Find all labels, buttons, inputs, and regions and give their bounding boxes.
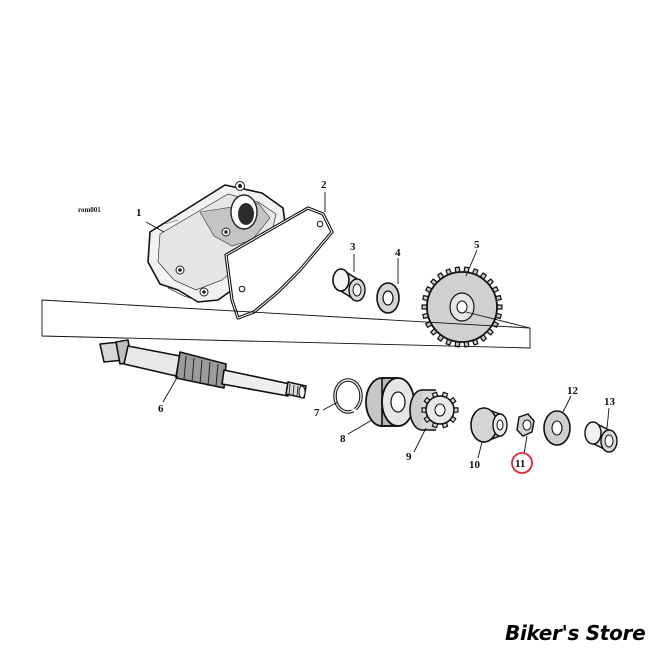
callout-9: 9 <box>406 451 412 463</box>
callout-labels: 1 2 3 4 5 6 7 8 9 10 11 12 13 <box>136 179 616 474</box>
part-8-pulley <box>365 377 415 427</box>
diagram-reference-code: rom001 <box>78 206 101 214</box>
part-10-hub <box>470 406 508 444</box>
callout-12: 12 <box>567 385 579 397</box>
part-13-bushing <box>584 421 618 453</box>
callout-13: 13 <box>604 396 616 408</box>
callout-3: 3 <box>350 241 356 253</box>
part-2-gasket <box>224 206 334 320</box>
callout-2: 2 <box>321 179 327 191</box>
callout-11: 11 <box>515 458 525 470</box>
callout-8: 8 <box>340 433 346 445</box>
part-9-pinion <box>409 389 459 431</box>
part-6-kick-shaft <box>99 339 307 399</box>
part-12-washer <box>543 410 571 446</box>
part-4-washer <box>376 282 400 314</box>
part-11-nut <box>516 413 535 437</box>
callout-10: 10 <box>469 459 481 471</box>
part-1-kicker-cover <box>147 181 287 303</box>
bikers-store-watermark: Biker's Store <box>496 615 646 649</box>
gear-axis-line <box>465 311 531 329</box>
assembly-outline <box>41 299 531 349</box>
part-3-bushing <box>332 268 366 302</box>
watermark-text: Biker's Store <box>505 621 645 645</box>
callout-4: 4 <box>395 247 401 259</box>
callout-5: 5 <box>474 239 480 251</box>
callout-11-highlight-ring <box>511 452 533 474</box>
callout-7: 7 <box>314 407 320 419</box>
callout-1: 1 <box>136 207 142 219</box>
leader-lines <box>145 192 610 459</box>
watermark-outline <box>496 615 633 649</box>
gear5-teeth <box>421 266 503 348</box>
part-7-retaining-ring <box>333 378 363 414</box>
callout-6: 6 <box>158 403 164 415</box>
part-5-gear <box>421 266 503 348</box>
